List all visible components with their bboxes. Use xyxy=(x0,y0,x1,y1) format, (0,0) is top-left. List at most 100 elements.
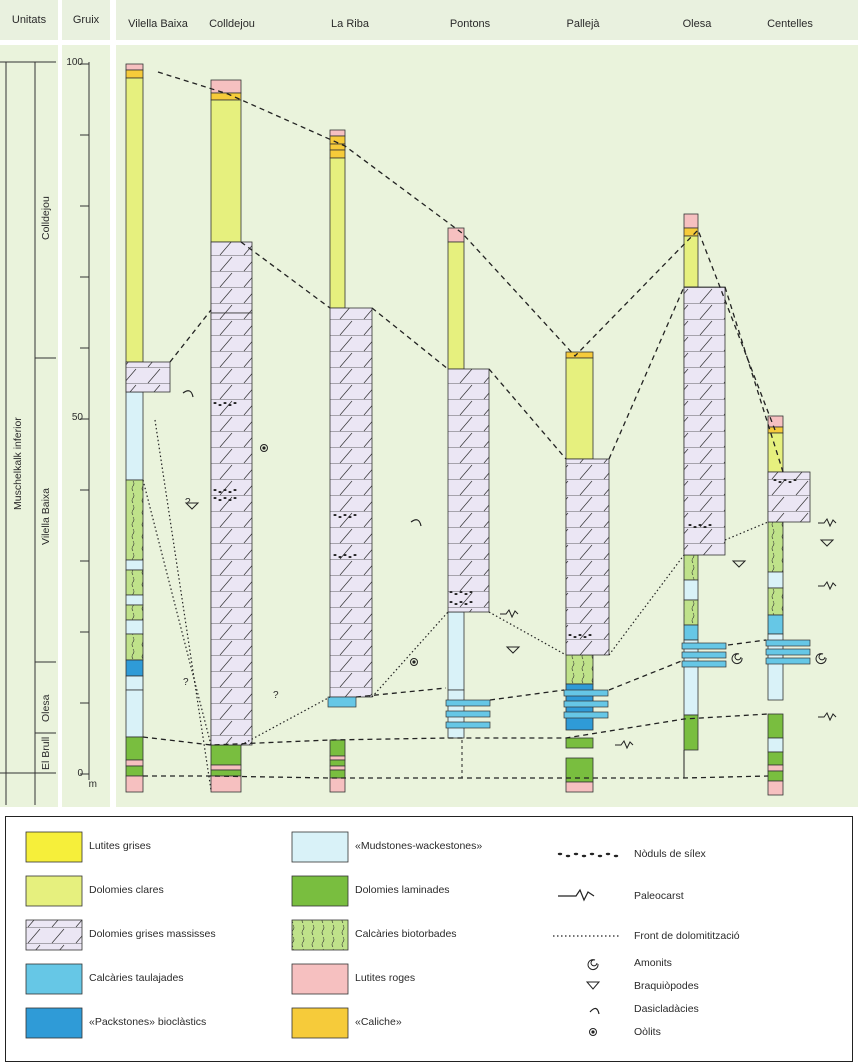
units-header: Unitats xyxy=(0,0,58,40)
scale-0: 0 xyxy=(77,768,83,779)
packstone-layer xyxy=(563,689,609,697)
stratum-layer xyxy=(329,739,346,757)
correlation-line xyxy=(142,713,769,746)
stratum-layer xyxy=(767,764,784,772)
brachiopod-icon xyxy=(585,981,601,990)
sections-header xyxy=(116,0,858,40)
stratum-layer xyxy=(125,659,144,677)
silex-nodule-icon xyxy=(333,554,337,556)
stratum-layer xyxy=(329,769,346,779)
ooid-icon xyxy=(589,1028,597,1036)
ooid-icon xyxy=(412,660,416,664)
correlation-line xyxy=(727,639,767,646)
legend-swatches xyxy=(25,831,620,1039)
uncertain-correlation-mark: ? xyxy=(183,677,189,688)
stratum-layer xyxy=(767,614,784,635)
silex-nodule-icon xyxy=(449,601,453,603)
paleocarst-icon xyxy=(818,518,837,528)
packstone-layer xyxy=(445,710,491,718)
stratum-layer xyxy=(565,357,594,460)
silex-nodule-icon xyxy=(353,514,357,516)
ammonite-icon xyxy=(731,653,743,665)
silex-nodule-icon xyxy=(343,514,347,516)
stratum-layer xyxy=(125,675,144,691)
stratum-layer xyxy=(125,775,144,793)
stratum-layer xyxy=(329,759,346,767)
silex-nodule-icon xyxy=(773,479,777,481)
silex-nodule-icon xyxy=(793,479,797,481)
dolomitization-front xyxy=(240,696,331,746)
legend: Lutites grises Dolomies clares Dolomies … xyxy=(5,816,853,1062)
stratum-layer xyxy=(447,227,465,243)
silex-nodule-icon xyxy=(588,634,592,636)
stratum-layer xyxy=(125,759,144,767)
dasycladacean-icon xyxy=(589,1007,600,1015)
legend-dasicladacies: Dasicladàcies xyxy=(634,1003,699,1015)
stratum-layer xyxy=(210,312,253,746)
silex-nodule-icon xyxy=(218,499,222,501)
dolomitization-front xyxy=(608,554,685,656)
silex-nodule-icon xyxy=(605,852,611,856)
silex-nodule-icon xyxy=(581,854,587,858)
legend-swatch xyxy=(25,875,83,907)
correlation-line xyxy=(489,689,565,701)
stratum-layer xyxy=(683,599,699,626)
correlation-line xyxy=(143,775,769,779)
stratum-layer xyxy=(210,92,242,101)
paleocarst-icon xyxy=(558,888,595,902)
column-name-colldejou: Colldejou xyxy=(209,18,255,30)
correlation-line xyxy=(371,307,449,370)
silex-nodule-icon xyxy=(223,497,227,499)
colldejou-unit-label: Colldejou xyxy=(40,196,52,240)
ooid-icon xyxy=(410,658,418,666)
stratum-layer xyxy=(125,765,144,777)
stratum-layer xyxy=(125,63,144,71)
correlation-line xyxy=(488,368,567,460)
stratum-layer xyxy=(447,368,490,613)
silex-nodule-icon xyxy=(213,489,217,491)
correlation-line xyxy=(608,659,685,691)
stratum-layer xyxy=(210,764,242,771)
legend-swatch xyxy=(291,1007,349,1039)
stratum-layer xyxy=(767,751,784,766)
stratum-layer xyxy=(327,696,357,708)
legend-mudstones-wackestones: «Mudstones-wackestones» xyxy=(355,840,483,852)
silex-nodule-icon xyxy=(213,497,217,499)
legend-swatch xyxy=(291,875,349,907)
silex-nodule-icon xyxy=(565,854,571,858)
silex-nodule-icon xyxy=(788,481,792,483)
silex-nodule-icon xyxy=(223,402,227,404)
legend-dolomies-grises-massisses: Dolomies grises massisses xyxy=(89,928,216,940)
stratum-layer xyxy=(767,737,784,753)
stratum-layer xyxy=(565,351,594,359)
silex-nodule-icon xyxy=(213,402,217,404)
scale-100: 100 xyxy=(66,57,83,68)
column-name-olesa: Olesa xyxy=(682,18,712,30)
packstone-layer xyxy=(765,639,811,647)
stratum-layer xyxy=(125,604,144,621)
stratum-layer xyxy=(125,569,144,596)
stratigraphic-correlation-diagram xyxy=(0,45,858,807)
packstone-layer xyxy=(681,651,727,659)
gruix-header: Gruix xyxy=(62,0,110,40)
legend-caliche: «Caliche» xyxy=(355,1016,402,1028)
dasycladacean-icon xyxy=(410,519,422,527)
stratum-layer xyxy=(565,654,594,685)
silex-nodule-icon xyxy=(338,556,342,558)
stratum-layer xyxy=(767,521,784,573)
silex-nodule-icon xyxy=(688,524,692,526)
stratum-layer xyxy=(329,755,346,761)
silex-nodule-icon xyxy=(583,636,587,638)
packstone-layer xyxy=(681,660,727,668)
stratum-layer xyxy=(329,157,346,309)
silex-nodule-icon xyxy=(449,591,453,593)
packstone-layer xyxy=(445,721,491,729)
column-name-vilella-baixa: Vilella Baixa xyxy=(128,18,188,30)
scale-unit: m xyxy=(88,779,97,790)
silex-nodule-icon xyxy=(703,526,707,528)
correlation-line xyxy=(355,687,447,698)
silex-nodule-icon xyxy=(338,516,342,518)
legend-packstones-bioclastics: «Packstones» bioclàstics xyxy=(89,1016,207,1028)
silex-nodule-icon xyxy=(783,479,787,481)
silex-nodule-icon xyxy=(454,593,458,595)
